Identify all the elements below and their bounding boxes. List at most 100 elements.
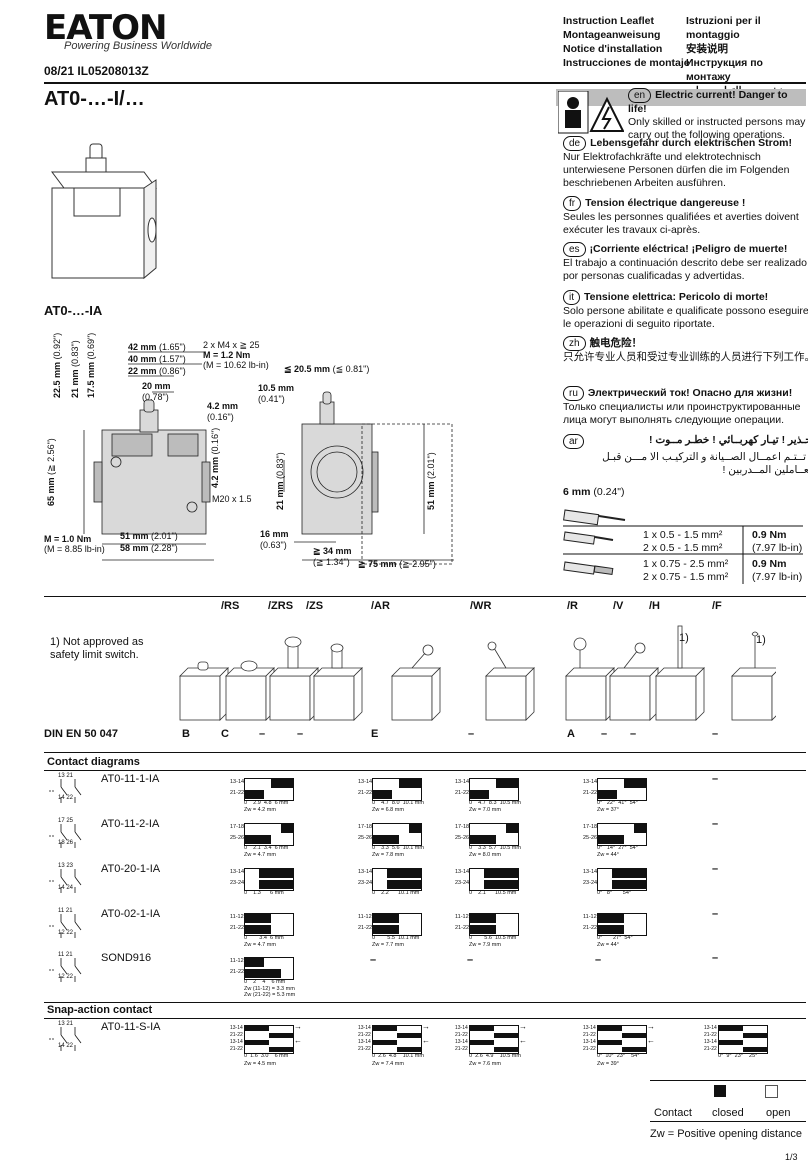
- wire-row-1-torque: 0.9 Nm(7.97 lb-in): [752, 529, 803, 554]
- warning-title: Tensione elettrica: Pericolo di morte!: [584, 291, 769, 303]
- tick-labels: 0° 14° 27° 54°: [597, 845, 638, 851]
- doc-type: Istruzioni per il montaggio: [686, 15, 761, 41]
- contact-symbol-icon: [47, 775, 91, 805]
- contact-diagram: [597, 868, 647, 891]
- lang-badge: fr: [563, 196, 582, 211]
- closed-segment: [470, 925, 497, 934]
- contact-pair-label: 25-26: [583, 835, 598, 841]
- zw-label: Zw = 7.8 mm: [372, 852, 404, 858]
- legend-open: open: [766, 1107, 791, 1119]
- warning-text: Seules les personnes qualifiées et avert…: [563, 211, 799, 236]
- din-value: B: [182, 728, 190, 740]
- arrow-left-icon: ←: [422, 1036, 430, 1045]
- contact-pair-label: 13-14: [704, 1025, 717, 1031]
- drawing-subtitle: AT0-…-IA: [44, 303, 103, 318]
- empty-cell: –: [712, 773, 719, 785]
- contact-diagrams-heading: Contact diagrams: [47, 756, 140, 768]
- warning-text: Nur Elektrofachkräfte und elektrotechnis…: [563, 151, 790, 189]
- contact-pair-label: 11-12: [230, 914, 244, 920]
- dim-s205: ≦ 20.5 mm (≦ 0.81"): [284, 364, 370, 374]
- arrow-right-icon: →: [422, 1022, 430, 1031]
- empty-cell: –: [595, 954, 602, 966]
- lang-badge: de: [563, 136, 587, 151]
- empty-cell: –: [467, 954, 474, 966]
- din-value: –: [630, 728, 637, 740]
- closed-segment: [494, 1047, 518, 1052]
- closed-segment: [373, 1026, 397, 1031]
- closed-segment: [245, 1040, 269, 1045]
- contact-pair-label: 13-14: [358, 869, 373, 875]
- terminal-bottom: 12 22: [58, 974, 74, 980]
- contact-pair-label: 23-24: [583, 880, 598, 886]
- contact-pair-label: 11-12: [455, 914, 469, 920]
- snap-action-heading: Snap-action contact: [47, 1004, 153, 1016]
- closed-segment: [598, 914, 625, 923]
- tick-labels: 0° 27° 54°: [597, 935, 633, 941]
- variant-pictures: [179, 625, 776, 721]
- contact-pair-label: 13-14: [358, 1025, 371, 1031]
- din-value: C: [221, 728, 229, 740]
- terminal-top: 13 21: [58, 1021, 74, 1027]
- closed-segment: [622, 1033, 646, 1038]
- closed-segment: [506, 824, 518, 833]
- zw-label: Zw (11-12) = 3.3 mm: [244, 986, 295, 992]
- closed-segment: [743, 1033, 767, 1038]
- contact-pair-label: 13-14: [583, 779, 598, 785]
- variant-code: /ZS: [306, 600, 324, 612]
- closed-segment: [397, 1047, 421, 1052]
- contact-pair-label: 17-18: [358, 824, 373, 830]
- contact-pair-label: 21-22: [358, 925, 373, 931]
- dim-s34: ≧ 34 mm: [313, 546, 352, 556]
- zw-label: Zw = 4.5 mm: [244, 1061, 276, 1067]
- zw-label: Zw = 6.8 mm: [372, 807, 404, 813]
- contact-symbol-icon: [47, 910, 91, 940]
- din-value: E: [371, 728, 379, 740]
- zw-label: Zw = 7.7 mm: [372, 942, 404, 948]
- tagline: Powering Business Worldwide: [64, 40, 212, 52]
- dimension-drawing: [83, 351, 454, 565]
- doc-types-left: Instruction Leaflet Montageanweisung Not…: [563, 14, 690, 70]
- closed-segment: [387, 869, 421, 878]
- tick-labels: 0° 9° 23° 25°: [718, 1053, 758, 1059]
- zw-label: Zw = 39°: [597, 1061, 619, 1067]
- din-value: –: [601, 728, 608, 740]
- contact-diagram: [244, 913, 294, 936]
- section-divider: [44, 770, 806, 771]
- contact-element-name: AT0-20-1-IA: [101, 863, 161, 875]
- tick-labels: 0 4.7 8.0 10.1 mm: [372, 800, 424, 806]
- zw-label: Zw = 37°: [597, 807, 619, 813]
- closed-segment: [259, 880, 293, 889]
- page-number: 1/3: [785, 1152, 798, 1162]
- zw-label: Zw = 7.9 mm: [469, 942, 501, 948]
- closed-segment: [622, 1047, 646, 1052]
- contact-element-name: AT0-11-1-IA: [101, 773, 160, 785]
- terminal-bottom: 12 22: [58, 930, 74, 936]
- dim-s105-in: (0.41"): [258, 394, 285, 404]
- contact-diagram: [718, 1025, 768, 1054]
- warning-title: Электрический ток! Опасно для жизни!: [587, 387, 793, 399]
- closed-segment: [470, 914, 497, 923]
- zw-label: Zw = 44°: [597, 942, 619, 948]
- contact-pair-label: 21-22: [455, 925, 470, 931]
- closed-segment: [612, 880, 646, 889]
- legend-zw: Zw = Positive opening distance: [650, 1128, 802, 1140]
- closed-segment: [271, 779, 293, 788]
- zw-label: Zw = 44°: [597, 852, 619, 858]
- terminal-bottom: 14 22: [58, 795, 74, 801]
- tick-labels: 0 3.3 5.6 10.1 mm: [372, 845, 424, 851]
- contact-pair-label: 13-14: [455, 779, 470, 785]
- contact-pair-label: 21-22: [583, 1046, 596, 1052]
- contact-pair-label: 21-22: [230, 969, 245, 975]
- contact-diagram: [597, 823, 647, 846]
- tick-labels: 0 2.6 4.8 10.1 mm: [372, 1053, 424, 1059]
- warning-es: es¡Corriente eléctrica! ¡Peligro de muer…: [563, 242, 808, 283]
- dim-b51: 51 mm (2.01"): [120, 531, 178, 541]
- contact-pair-label: 25-26: [455, 835, 470, 841]
- warning-title: Electric current! Danger to life!: [628, 89, 788, 115]
- closed-segment: [397, 1033, 421, 1038]
- terminal-top: 13 23: [58, 863, 74, 869]
- dim-v225: 22.5 mm (0.92"): [52, 332, 62, 398]
